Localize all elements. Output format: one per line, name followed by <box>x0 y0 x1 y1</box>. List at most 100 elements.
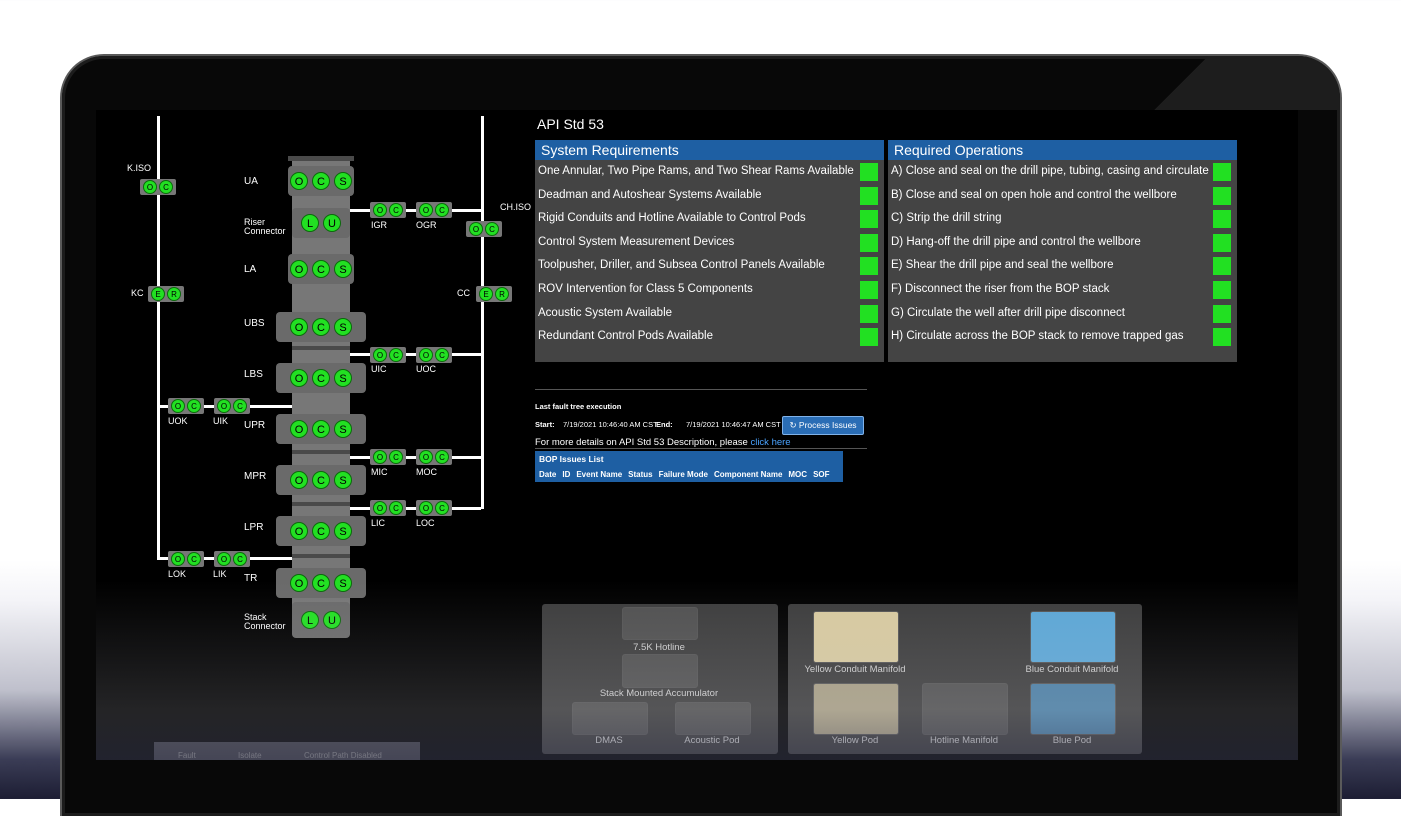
yellow-pod-tile[interactable] <box>813 683 899 735</box>
valve-cc[interactable]: E R <box>476 286 512 302</box>
close-button[interactable]: C <box>187 552 201 566</box>
open-button[interactable]: O <box>419 450 433 464</box>
ram-lpr[interactable]: O C S <box>276 516 366 546</box>
close-button[interactable]: C <box>435 348 449 362</box>
stack-connector[interactable]: L U <box>292 602 350 638</box>
open-button[interactable]: O <box>171 399 185 413</box>
ram-upr[interactable]: O C S <box>276 414 366 444</box>
close-button[interactable]: C <box>389 348 403 362</box>
status-button[interactable]: S <box>334 369 352 387</box>
ram-mpr[interactable]: O C S <box>276 465 366 495</box>
open-button[interactable]: O <box>469 222 483 236</box>
valve-moc[interactable]: O C <box>416 449 452 465</box>
open-button[interactable]: O <box>143 180 157 194</box>
close-button[interactable]: C <box>187 399 201 413</box>
column-header[interactable]: Date <box>539 470 557 479</box>
valve-uok[interactable]: O C <box>168 398 204 414</box>
valve-uoc[interactable]: O C <box>416 347 452 363</box>
unlock-button[interactable]: U <box>323 611 341 629</box>
column-header[interactable]: MOC <box>788 470 808 479</box>
open-button[interactable]: O <box>290 471 308 489</box>
open-button[interactable]: O <box>373 203 387 217</box>
valve-kc[interactable]: E R <box>148 286 184 302</box>
close-button[interactable]: C <box>312 522 330 540</box>
close-button[interactable]: C <box>435 203 449 217</box>
status-button[interactable]: S <box>334 420 352 438</box>
close-button[interactable]: C <box>312 369 330 387</box>
hotline-tile[interactable] <box>622 607 698 640</box>
close-button[interactable]: C <box>159 180 173 194</box>
r-button[interactable]: R <box>167 287 181 301</box>
blue-pod-tile[interactable] <box>1030 683 1116 735</box>
status-button[interactable]: S <box>334 471 352 489</box>
column-header[interactable]: ID <box>562 470 571 479</box>
yellow-conduit-manifold-tile[interactable] <box>813 611 899 663</box>
r-button[interactable]: R <box>495 287 509 301</box>
valve-loc[interactable]: O C <box>416 500 452 516</box>
dmas-tile[interactable] <box>572 702 648 735</box>
status-button[interactable]: S <box>334 574 352 592</box>
e-button[interactable]: E <box>151 287 165 301</box>
valve-lok[interactable]: O C <box>168 551 204 567</box>
e-button[interactable]: E <box>479 287 493 301</box>
valve-ogr[interactable]: O C <box>416 202 452 218</box>
ram-lbs[interactable]: O C S <box>276 363 366 393</box>
valve-ch-iso[interactable]: O C <box>466 221 502 237</box>
open-button[interactable]: O <box>171 552 185 566</box>
lock-button[interactable]: L <box>301 611 319 629</box>
status-button[interactable]: S <box>334 318 352 336</box>
ram-tr[interactable]: O C S <box>276 568 366 598</box>
open-button[interactable]: O <box>373 450 387 464</box>
valve-lic[interactable]: O C <box>370 500 406 516</box>
close-button[interactable]: C <box>389 450 403 464</box>
riser-connector[interactable]: L U <box>292 208 350 238</box>
open-button[interactable]: O <box>290 420 308 438</box>
close-button[interactable]: C <box>312 471 330 489</box>
hotline-manifold-tile[interactable] <box>922 683 1008 735</box>
status-button[interactable]: S <box>334 172 352 190</box>
open-button[interactable]: O <box>290 172 308 190</box>
acoustic-pod-tile[interactable] <box>675 702 751 735</box>
close-button[interactable]: C <box>435 501 449 515</box>
close-button[interactable]: C <box>435 450 449 464</box>
open-button[interactable]: O <box>217 552 231 566</box>
close-button[interactable]: C <box>312 318 330 336</box>
close-button[interactable]: C <box>312 420 330 438</box>
open-button[interactable]: O <box>290 522 308 540</box>
column-header[interactable]: Event Name <box>576 470 623 479</box>
close-button[interactable]: C <box>312 260 330 278</box>
unlock-button[interactable]: U <box>323 214 341 232</box>
column-header[interactable]: Component Name <box>713 470 783 479</box>
open-button[interactable]: O <box>373 348 387 362</box>
ram-ua[interactable]: O C S <box>288 166 354 196</box>
status-button[interactable]: S <box>334 260 352 278</box>
column-header[interactable]: Failure Mode <box>658 470 708 479</box>
column-header[interactable]: Status <box>628 470 653 479</box>
valve-k-iso[interactable]: O C <box>140 179 176 195</box>
valve-uik[interactable]: O C <box>214 398 250 414</box>
valve-mic[interactable]: O C <box>370 449 406 465</box>
close-button[interactable]: C <box>312 172 330 190</box>
open-button[interactable]: O <box>290 260 308 278</box>
column-header[interactable]: SOF <box>813 470 830 479</box>
close-button[interactable]: C <box>312 574 330 592</box>
close-button[interactable]: C <box>233 552 247 566</box>
ram-la[interactable]: O C S <box>288 254 354 284</box>
valve-uic[interactable]: O C <box>370 347 406 363</box>
details-link[interactable]: click here <box>750 437 791 448</box>
valve-igr[interactable]: O C <box>370 202 406 218</box>
accumulator-tile[interactable] <box>622 654 698 688</box>
lock-button[interactable]: L <box>301 214 319 232</box>
status-button[interactable]: S <box>334 522 352 540</box>
open-button[interactable]: O <box>419 348 433 362</box>
valve-lik[interactable]: O C <box>214 551 250 567</box>
close-button[interactable]: C <box>485 222 499 236</box>
blue-conduit-manifold-tile[interactable] <box>1030 611 1116 663</box>
open-button[interactable]: O <box>290 318 308 336</box>
open-button[interactable]: O <box>290 574 308 592</box>
open-button[interactable]: O <box>290 369 308 387</box>
open-button[interactable]: O <box>217 399 231 413</box>
process-issues-button[interactable]: ↻ Process Issues <box>782 416 864 435</box>
ram-ubs[interactable]: O C S <box>276 312 366 342</box>
close-button[interactable]: C <box>233 399 247 413</box>
